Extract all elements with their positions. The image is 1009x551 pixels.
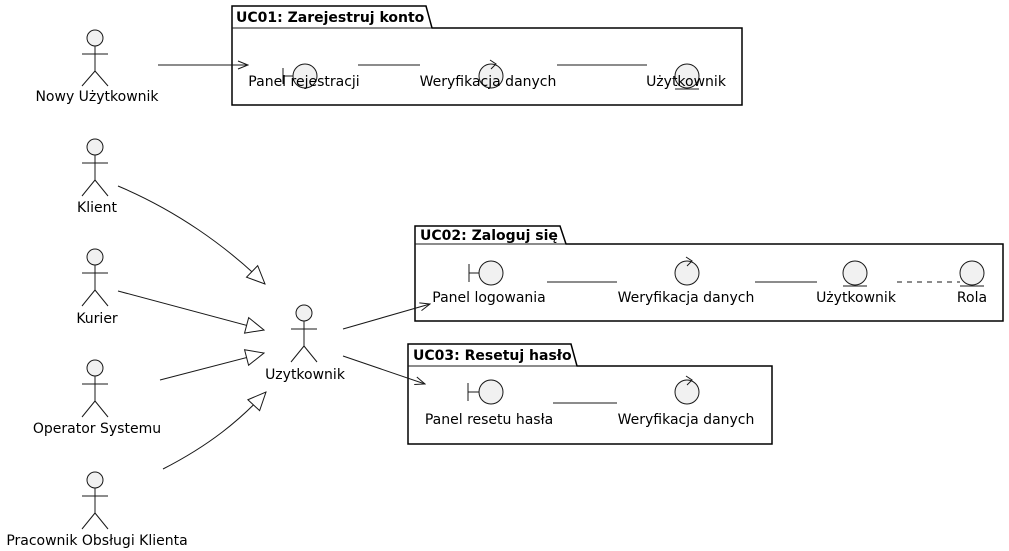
entity-icon xyxy=(959,260,985,287)
uc03-control-label: Weryfikacja danych xyxy=(618,412,755,428)
package-uc03: UC03: Resetuj hasło Panel resetu hasła W… xyxy=(407,343,773,445)
uc02-entity-label: Użytkownik xyxy=(816,290,897,306)
package-uc02: UC02: Zaloguj się Panel logowania Weryfi… xyxy=(414,225,1004,322)
actor-operator: Operator Systemu xyxy=(33,359,161,437)
boundary-icon xyxy=(282,63,318,89)
actor-icon xyxy=(81,471,109,530)
entity-icon xyxy=(842,260,868,287)
uc03-boundary-label: Panel resetu hasła xyxy=(425,412,553,428)
actor-icon xyxy=(81,138,109,197)
uc01-boundary-label: Panel rejestracji xyxy=(248,74,359,90)
actor-client: Klient xyxy=(77,138,117,216)
uc02-control-label: Weryfikacja danych xyxy=(618,290,755,306)
package-uc03-title: UC03: Resetuj hasło xyxy=(413,348,572,364)
actor-courier: Kurier xyxy=(76,248,118,327)
package-uc02-title: UC02: Zaloguj się xyxy=(420,228,558,244)
actor-icon xyxy=(290,304,318,363)
uc02-entity-label: Rola xyxy=(957,290,987,306)
control-icon xyxy=(674,375,700,405)
package-uc01-title: UC01: Zarejestruj konto xyxy=(236,10,425,26)
control-icon xyxy=(478,59,504,89)
actor-label: Uzytkownik xyxy=(265,367,346,383)
boundary-icon xyxy=(467,379,504,405)
actor-label: Kurier xyxy=(76,311,118,327)
actor-icon xyxy=(81,359,109,418)
boundary-icon xyxy=(468,260,504,286)
uc01-control-label: Weryfikacja danych xyxy=(420,74,557,90)
actor-icon xyxy=(81,248,109,307)
actor-support: Pracownik Obsługi Klienta xyxy=(6,471,188,549)
control-icon xyxy=(674,256,700,286)
generalization-arrow xyxy=(159,353,264,381)
actor-new-user: Nowy Użytkownik xyxy=(35,29,159,105)
generalization-arrow xyxy=(117,290,264,330)
actor-label: Pracownik Obsługi Klienta xyxy=(6,533,187,549)
actor-label: Klient xyxy=(77,200,117,216)
generalization-arrow xyxy=(162,392,266,470)
actor-icon xyxy=(81,29,109,87)
package-uc01: UC01: Zarejestruj konto Panel rejestracj… xyxy=(231,5,743,106)
uc01-entity-label: Użytkownik xyxy=(646,74,727,90)
actor-user: Uzytkownik xyxy=(265,304,346,383)
association-arrow xyxy=(342,304,430,330)
entity-icon xyxy=(674,63,700,90)
association-arrow xyxy=(342,355,425,384)
actor-label: Nowy Użytkownik xyxy=(35,89,159,105)
actor-label: Operator Systemu xyxy=(33,421,161,437)
generalization-arrow xyxy=(117,185,265,284)
uc02-boundary-label: Panel logowania xyxy=(432,290,546,306)
